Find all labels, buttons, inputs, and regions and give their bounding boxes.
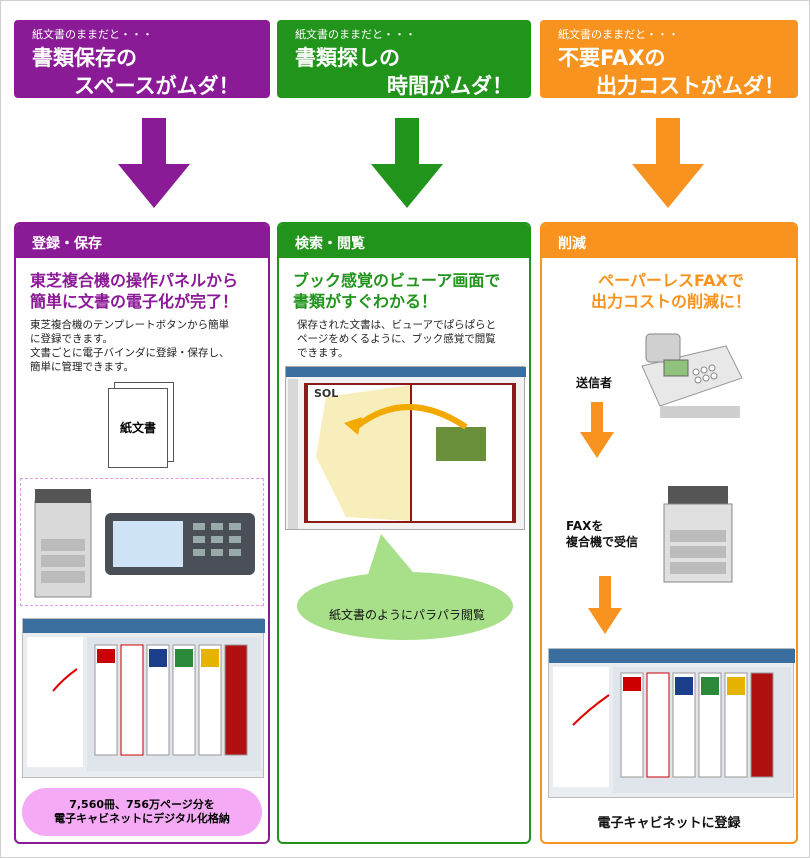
column-title: 登録・保存 [16, 224, 268, 258]
fax-machine-icon [641, 333, 743, 418]
banner-line1: 書類保存の [32, 46, 137, 70]
banner-line1: 書類探しの [295, 46, 400, 70]
banner-pretext: 紙文書のままだと・・・ [32, 28, 153, 41]
receive-line: 複合機で受信 [566, 535, 639, 549]
banner-line2: 出力コストがムダ！ [596, 74, 785, 98]
banner-pretext: 紙文書のままだと・・・ [558, 28, 679, 41]
column-title: 削減 [542, 224, 796, 258]
column-description: 東芝複合機のテンプレートボタンから簡単 に登録できます。 文書ごとに電子バインダ… [30, 318, 230, 374]
heading-line1: ペーパーレスFAXで [598, 271, 744, 290]
stat-bubble: 7,560冊、756万ページ分を 電子キャビネットにデジタル化格納 [22, 788, 262, 836]
receive-label: FAXを 複合機で受信 [566, 518, 638, 550]
column-description: 保存された文書は、ビューアでぱらぱらと ページをめくるように、ブック感覚で閲覧 … [297, 318, 496, 360]
mfp-panel-illustration [20, 478, 264, 606]
column-reduction: 削減 ペーパーレスFAXで 出力コストの削減に！ 送信者 FAXを 複合機で受信 [540, 222, 798, 844]
heading-line1: ブック感覚のビューア画面で [293, 271, 501, 290]
banner-line1: 不要FAXの [558, 46, 666, 70]
heading-line2: 出力コストの削減に！ [590, 292, 751, 311]
column-search-view: 検索・閲覧 ブック感覚のビューア画面で 書類がすぐわかる！ 保存された文書は、ビ… [277, 222, 531, 844]
viewer-screenshot: SOL [285, 366, 526, 530]
cabinet-screenshot [22, 618, 265, 778]
column-register-save: 登録・保存 東芝複合機の操作パネルから 簡単に文書の電子化が完了！ 東芝複合機の… [14, 222, 270, 844]
paper-document: 紙文書 [108, 388, 168, 468]
register-caption: 電子キャビネットに登録 [597, 816, 741, 831]
desc-line: ページをめくるように、ブック感覚で閲覧 [297, 333, 496, 345]
banner-line2: スペースがムダ！ [74, 74, 240, 98]
heading-line2: 書類がすぐわかる！ [293, 292, 438, 311]
bubble-text: 紙文書のようにパラパラ閲覧 [329, 608, 485, 622]
down-arrow-icon [580, 402, 614, 458]
column-heading: ブック感覚のビューア画面で 書類がすぐわかる！ [293, 270, 500, 312]
sender-label: 送信者 [576, 376, 613, 390]
column-heading: 東芝複合機の操作パネルから 簡単に文書の電子化が完了！ [30, 270, 238, 312]
down-arrow-icon [118, 118, 190, 208]
viewer-brand: SOL [314, 387, 339, 400]
banner-line2: 時間がムダ！ [387, 74, 513, 98]
bubble-line: 7,560冊、756万ページ分を [69, 798, 215, 811]
down-arrow-icon [371, 118, 443, 208]
down-arrow-icon [632, 118, 704, 208]
down-arrow-icon [588, 576, 622, 634]
column-heading: ペーパーレスFAXで 出力コストの削減に！ [556, 270, 786, 312]
desc-line: 東芝複合機のテンプレートボタンから簡単 [30, 319, 230, 331]
receive-line: FAXを [566, 519, 604, 533]
desc-line: できます。 [297, 347, 349, 359]
desc-line: 保存された文書は、ビューアでぱらぱらと [297, 319, 497, 331]
heading-line1: 東芝複合機の操作パネルから [30, 271, 239, 290]
banner-time-waste: 紙文書のままだと・・・ 書類探しの 時間がムダ！ [277, 20, 531, 98]
banner-pretext: 紙文書のままだと・・・ [295, 28, 416, 41]
desc-line: 文書ごとに電子バインダに登録・保存し、 [30, 347, 230, 359]
heading-line2: 簡単に文書の電子化が完了！ [30, 292, 239, 311]
column-title: 検索・閲覧 [279, 224, 529, 258]
banner-cost-waste: 紙文書のままだと・・・ 不要FAXの 出力コストがムダ！ [540, 20, 798, 98]
cabinet-screenshot [548, 648, 795, 798]
desc-line: 簡単に管理できます。 [30, 361, 134, 373]
banner-space-waste: 紙文書のままだと・・・ 書類保存の スペースがムダ！ [14, 20, 270, 98]
desc-line: に登録できます。 [30, 333, 113, 345]
mfp-icon [663, 486, 733, 583]
bubble-line: 電子キャビネットにデジタル化格納 [54, 812, 230, 825]
speech-bubble-icon [297, 534, 513, 640]
